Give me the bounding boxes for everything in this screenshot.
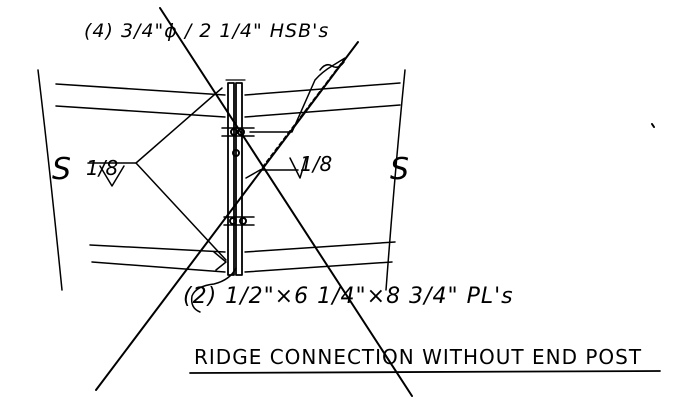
left-frame-edge [37, 69, 63, 291]
left-rafter [55, 83, 226, 273]
caption-underline [189, 370, 661, 374]
bolt-callout-text: (4) 3/4"ϕ / 2 1/4" HSB's [84, 20, 330, 42]
weld-symbol-right: 1/8 [300, 152, 333, 176]
section-mark-left: S [52, 152, 72, 187]
section-mark-right: S [390, 152, 410, 187]
plate-callout-text: (2) 1/2"×6 1/4"×8 3/4" PL's [183, 284, 514, 309]
bolt-group-bottom [223, 216, 255, 226]
weld-leader-left [87, 87, 227, 271]
drawing-caption: RIDGE CONNECTION WITHOUT END POST [194, 345, 643, 369]
strike-line-2 [95, 41, 359, 391]
bolt-callout-dashed [259, 57, 346, 171]
strike-line-1 [159, 7, 413, 397]
right-rafter [244, 82, 401, 273]
bolt-group-top [221, 127, 255, 157]
splice-plates [225, 79, 246, 276]
plate-callout-leader [190, 267, 237, 313]
right-frame-edge [385, 69, 406, 291]
bolt-leader-squiggle [319, 61, 345, 71]
weld-symbol-left: 1/8 [86, 156, 119, 180]
weld-leader-right [245, 157, 307, 179]
stray-mark [651, 123, 655, 128]
